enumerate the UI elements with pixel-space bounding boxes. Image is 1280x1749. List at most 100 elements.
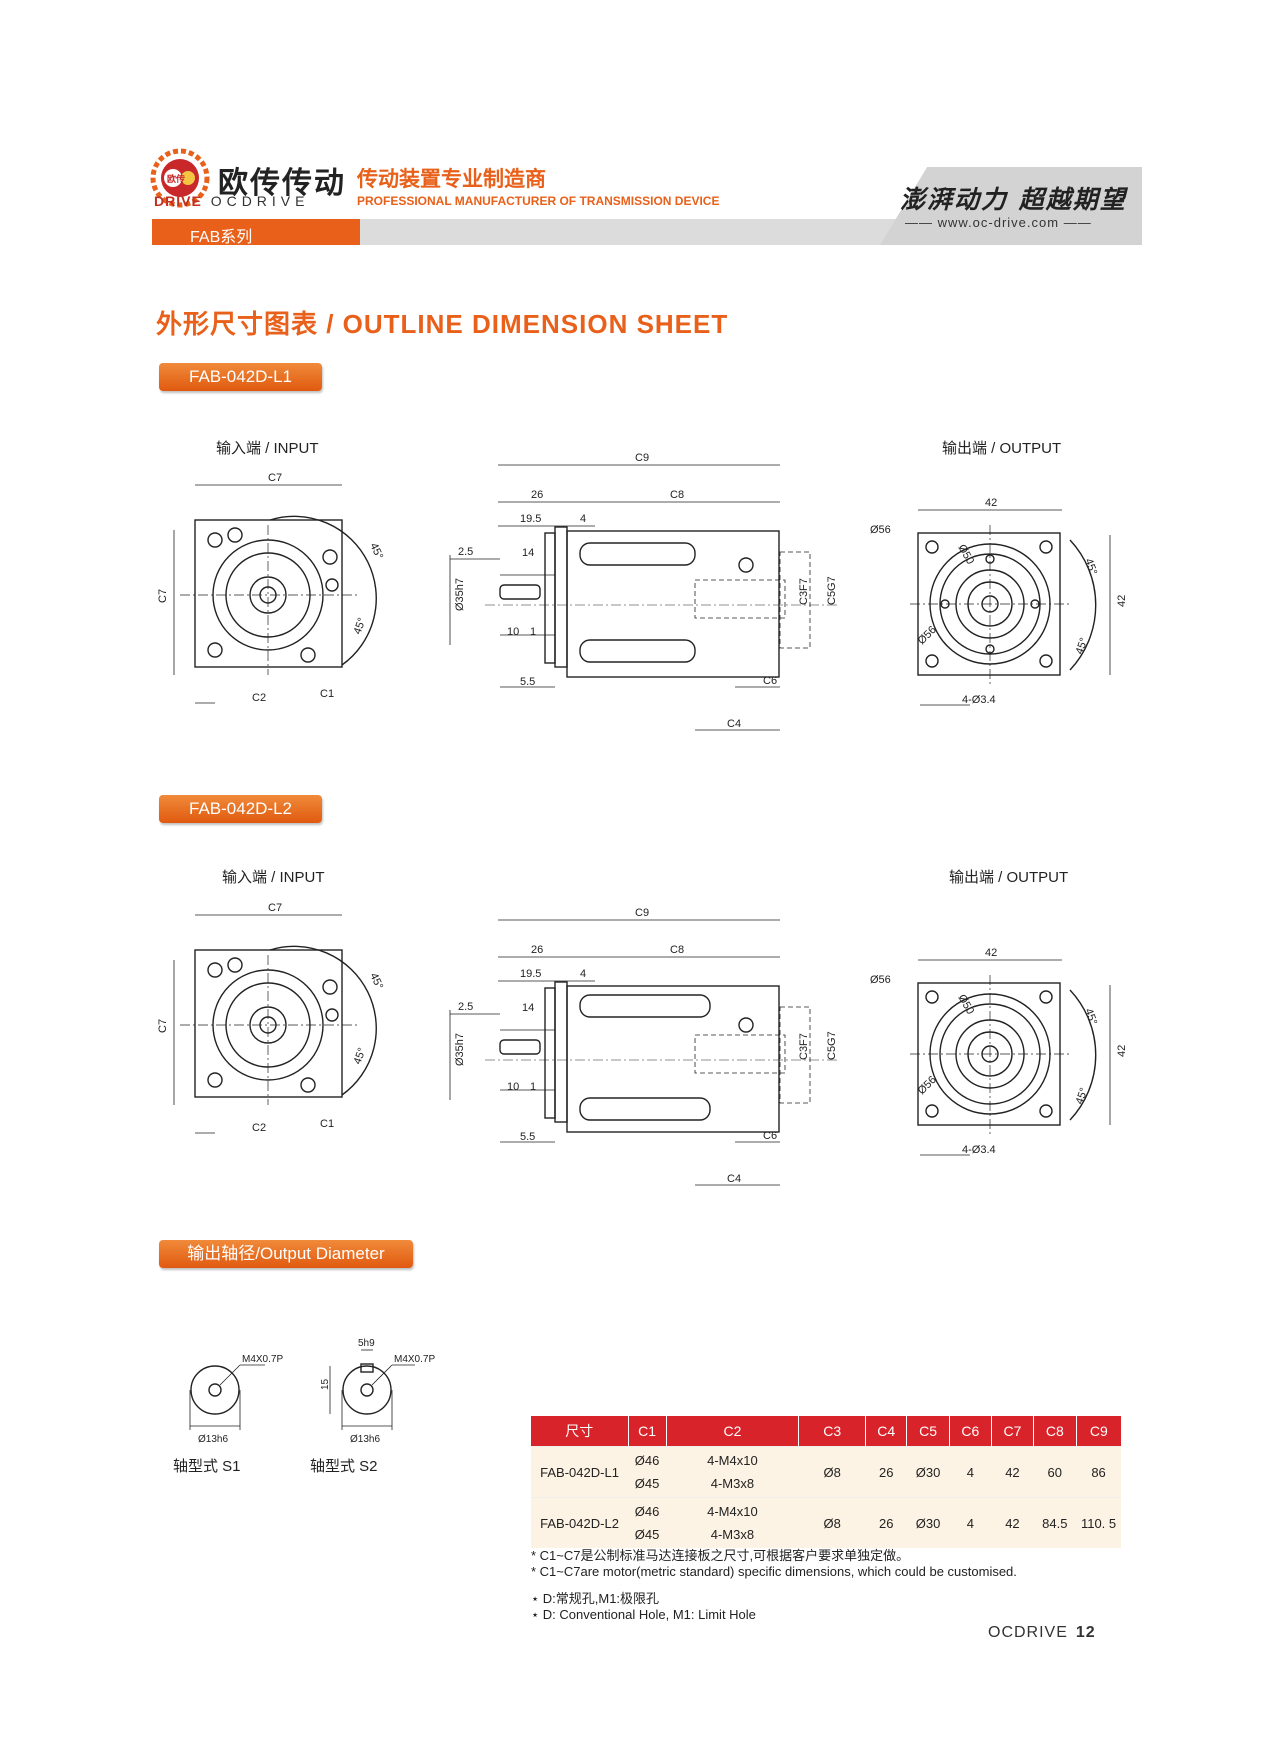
output-caption-l2: 输出端 / OUTPUT: [949, 869, 1069, 886]
svg-text:C3F7: C3F7: [798, 578, 810, 605]
slogan: 澎湃动力 超越期望: [900, 185, 1127, 214]
table-cell-c8: 84.5: [1033, 1497, 1077, 1548]
tagline-cn: 传动装置专业制造商: [357, 168, 546, 191]
svg-text:5h9: 5h9: [358, 1338, 375, 1349]
slogan-panel: [880, 167, 1142, 245]
svg-text:42: 42: [985, 947, 997, 959]
brand-name-cn: 欧传传动: [218, 167, 346, 200]
svg-text:45°: 45°: [1082, 1007, 1099, 1027]
svg-text:15: 15: [320, 1378, 331, 1390]
svg-text:45°: 45°: [367, 541, 385, 561]
svg-text:C9: C9: [635, 452, 649, 464]
svg-text:19.5: 19.5: [520, 968, 541, 980]
table-header: C4: [865, 1416, 908, 1447]
svg-text:45°: 45°: [1074, 1086, 1091, 1106]
note-3: ⋆ D:常规孔,M1:极限孔: [531, 1591, 660, 1606]
table-header: C8: [1033, 1416, 1077, 1447]
note-4: ⋆ D: Conventional Hole, M1: Limit Hole: [531, 1607, 756, 1622]
svg-text:C7: C7: [268, 472, 282, 484]
table-cell-model: FAB-042D-L2: [531, 1497, 629, 1548]
website: —— www.oc-drive.com ——: [905, 215, 1092, 230]
page-footer: OCDRIVE 12: [988, 1624, 1096, 1642]
table-header: C9: [1076, 1416, 1121, 1447]
model-badge-l2: FAB-042D-L2: [159, 795, 322, 823]
table-cell-c6: 4: [949, 1497, 992, 1548]
note-2: * C1~C7are motor(metric standard) specif…: [531, 1564, 1017, 1579]
brand-name-en: DRIVE OCDRIVE: [154, 193, 310, 209]
input-caption-l1: 输入端 / INPUT: [216, 440, 319, 457]
svg-text:45°: 45°: [367, 971, 385, 991]
svg-text:26: 26: [531, 944, 543, 956]
spec-table: 尺寸 C1 C2 C3 C4 C5 C6 C7 C8 C9 FAB-042D-L…: [531, 1416, 1121, 1548]
svg-text:Ø35h7: Ø35h7: [454, 578, 466, 611]
svg-text:C1: C1: [320, 688, 334, 700]
shaft-s2-label: 轴型式 S2: [310, 1458, 378, 1475]
table-header-row: 尺寸 C1 C2 C3 C4 C5 C6 C7 C8 C9: [531, 1416, 1121, 1447]
shaft-s1-drawing: M4X0.7P Ø13h6 M4X0.7P Ø13h6 5h9 15: [189, 1338, 435, 1445]
output-end-drawing-l1: 42 Ø56 Ø50 Ø56 45° 45° 42 4-Ø3.4: [870, 497, 1128, 706]
output-diameter-badge: 输出轴径/Output Diameter: [159, 1240, 413, 1268]
svg-text:14: 14: [522, 1002, 534, 1014]
svg-text:C4: C4: [727, 718, 741, 730]
table-header: C5: [906, 1416, 950, 1447]
svg-text:45°: 45°: [1074, 636, 1091, 656]
svg-text:M4X0.7P: M4X0.7P: [394, 1354, 435, 1365]
page-number: 12: [1075, 1624, 1096, 1641]
output-caption-l1: 输出端 / OUTPUT: [942, 440, 1062, 457]
svg-text:45°: 45°: [352, 1046, 369, 1066]
svg-text:10: 10: [507, 626, 519, 638]
table-cell-c3: Ø8: [798, 1497, 866, 1548]
svg-text:C6: C6: [763, 1130, 777, 1142]
svg-text:欧传: 欧传: [167, 173, 185, 184]
table-header: C6: [949, 1416, 992, 1447]
side-view-drawing-l1: C9 26 C8 19.5 4 2.5 C6 14 10 1 5.5 C4 C6…: [449, 452, 840, 731]
footer-brand: OCDRIVE: [988, 1624, 1068, 1641]
svg-text:C1: C1: [320, 1118, 334, 1130]
table-cell-c9: 86: [1076, 1446, 1121, 1498]
table-cell-c7: 42: [991, 1446, 1034, 1498]
shaft-s1-label: 轴型式 S1: [173, 1458, 241, 1475]
svg-text:C8: C8: [670, 944, 684, 956]
svg-text:C7: C7: [157, 1019, 169, 1033]
table-header: 尺寸: [531, 1416, 629, 1447]
table-header: C1: [628, 1416, 667, 1447]
side-view-drawing-l2: C9 26 C8 19.5 4 2.5 14 10 1 5.5 C4 C6 Ø3…: [449, 907, 840, 1186]
svg-text:5.5: 5.5: [520, 676, 535, 688]
svg-text:C8: C8: [670, 489, 684, 501]
table-cell-c8: 60: [1033, 1446, 1077, 1498]
svg-text:19.5: 19.5: [520, 513, 541, 525]
model-badge-l1: FAB-042D-L1: [159, 363, 322, 391]
svg-text:2.5: 2.5: [458, 1001, 473, 1013]
svg-text:14: 14: [522, 547, 534, 559]
svg-text:C7: C7: [268, 902, 282, 914]
input-end-drawing-l1: C7 C7 C2 C1 45° 45°: [157, 472, 385, 704]
svg-text:45°: 45°: [352, 616, 369, 636]
table-cell-c4: 26: [865, 1446, 907, 1498]
page-title: 外形尺寸图表 / OUTLINE DIMENSION SHEET: [156, 309, 729, 339]
note-1: * C1~C7是公制标准马达连接板之尺寸,可根据客户要求单独定做。: [531, 1548, 910, 1563]
table-cell-c7: 42: [991, 1497, 1034, 1548]
svg-text:C5G7: C5G7: [826, 1031, 838, 1060]
svg-text:4-Ø3.4: 4-Ø3.4: [962, 1144, 996, 1156]
svg-text:5.5: 5.5: [520, 1131, 535, 1143]
svg-text:45°: 45°: [1082, 557, 1099, 577]
svg-text:C2: C2: [252, 692, 266, 704]
svg-text:10: 10: [507, 1081, 519, 1093]
svg-text:Ø13h6: Ø13h6: [198, 1434, 228, 1445]
svg-text:C7: C7: [157, 589, 169, 603]
svg-text:4: 4: [580, 968, 586, 980]
svg-text:Ø56: Ø56: [870, 524, 891, 536]
table-cell-c3: Ø8: [798, 1446, 866, 1498]
table-cell-model: FAB-042D-L1: [531, 1446, 629, 1498]
tagline-en: PROFESSIONAL MANUFACTURER OF TRANSMISSIO…: [357, 194, 720, 208]
table-cell-c4: 26: [865, 1497, 907, 1548]
svg-text:C9: C9: [635, 907, 649, 919]
svg-text:42: 42: [985, 497, 997, 509]
svg-text:C6: C6: [763, 675, 777, 687]
svg-text:M4X0.7P: M4X0.7P: [242, 1354, 283, 1365]
table-cell-c6: 4: [949, 1446, 992, 1498]
